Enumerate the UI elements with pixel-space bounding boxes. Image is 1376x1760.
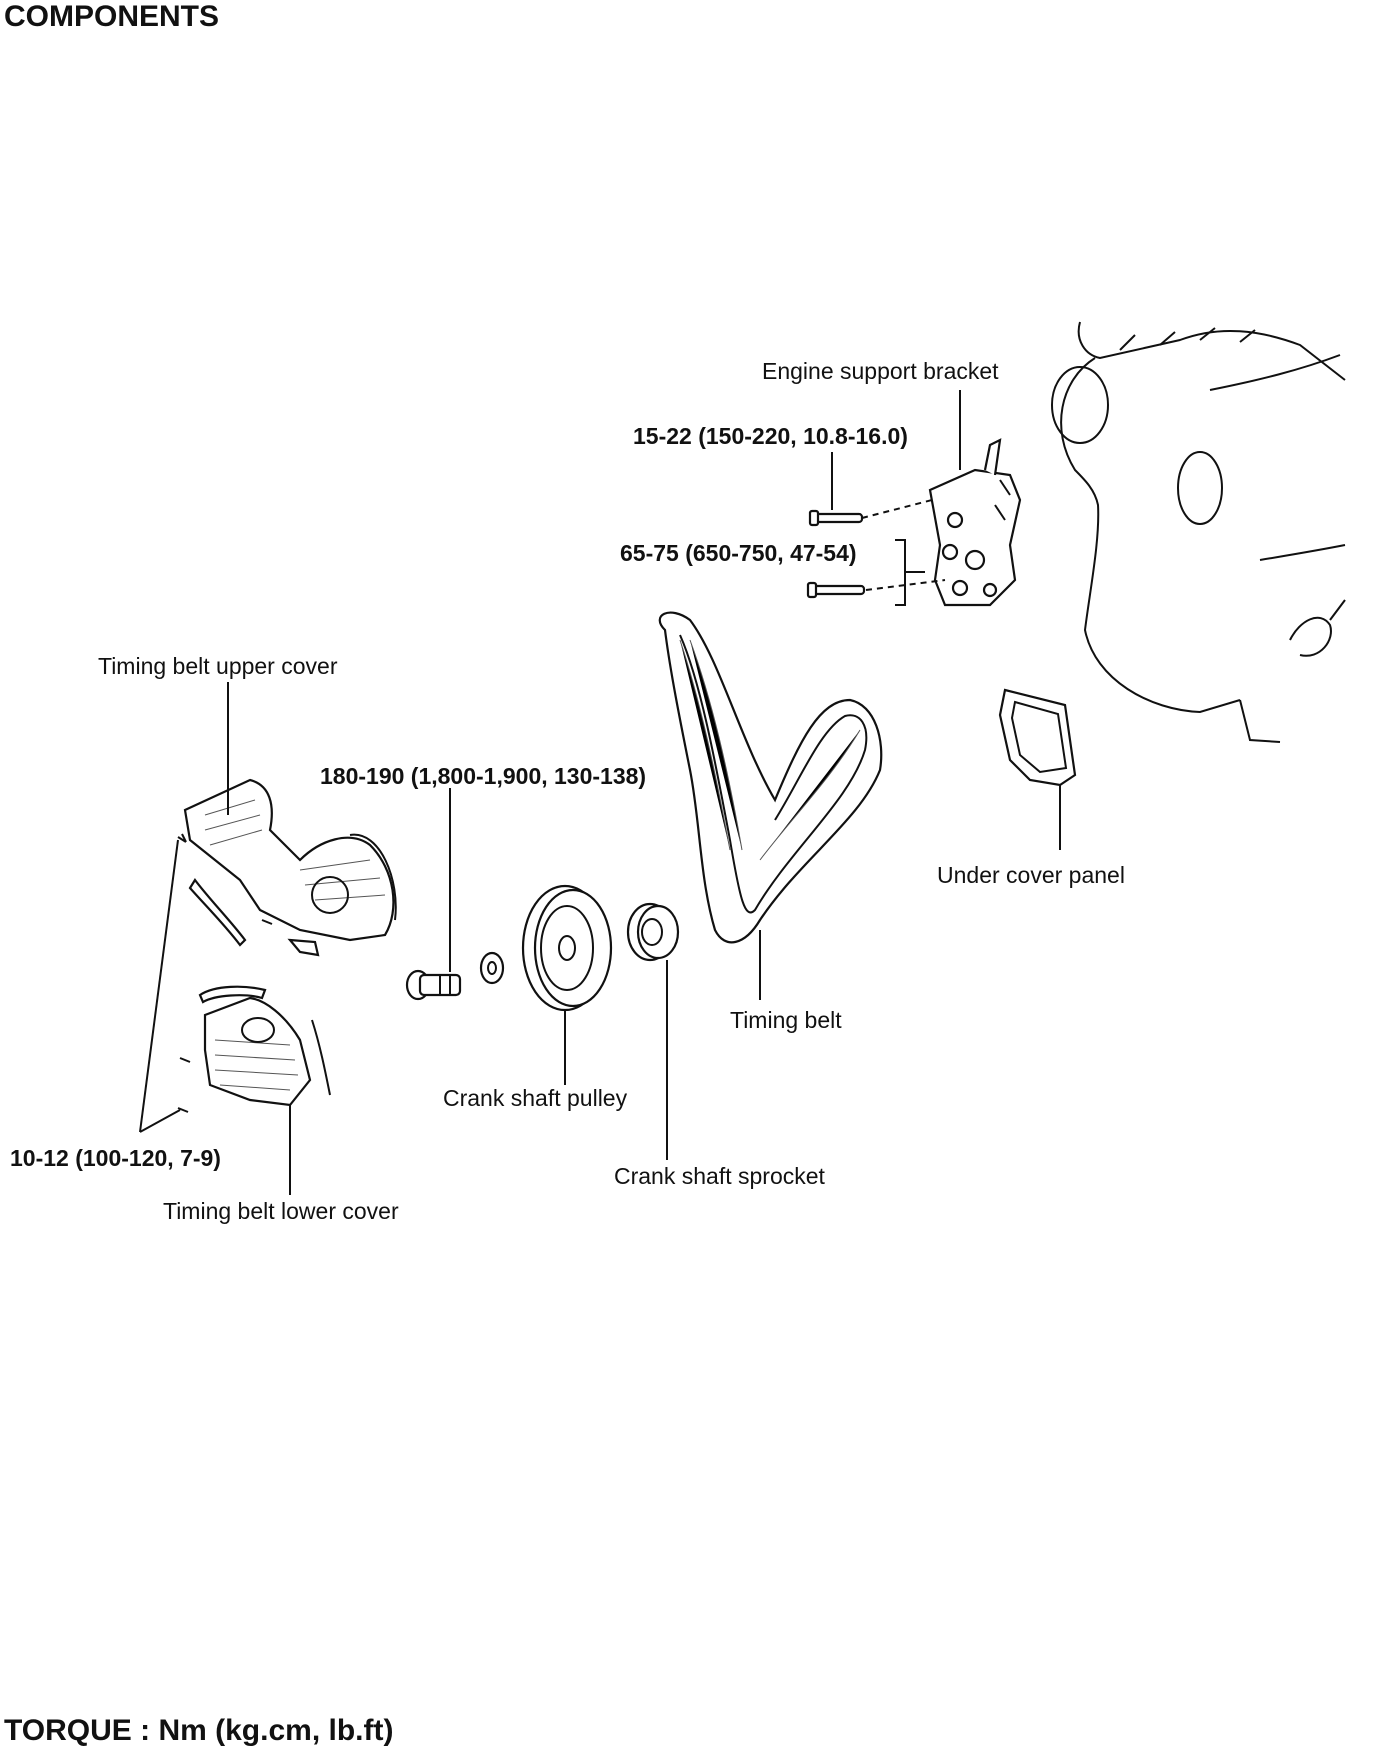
- label-crank-shaft-sprocket: Crank shaft sprocket: [614, 1163, 825, 1189]
- crank-shaft-pulley-part: [521, 884, 613, 1012]
- cover-bolts: [177, 833, 273, 1113]
- label-under-cover-panel: Under cover panel: [937, 862, 1125, 888]
- torque-units-note: TORQUE : Nm (kg.cm, lb.ft): [4, 1714, 394, 1747]
- label-crank-shaft-pulley: Crank shaft pulley: [443, 1085, 628, 1111]
- label-timing-belt-lower-cover: Timing belt lower cover: [163, 1198, 399, 1224]
- bracket-bolts: [806, 499, 946, 599]
- label-timing-belt: Timing belt: [730, 1007, 842, 1033]
- engine-block-outline: [1051, 321, 1346, 743]
- crank-shaft-sprocket-part: [626, 902, 680, 962]
- crank-bolt-part: [405, 951, 505, 1001]
- timing-belt-part: [658, 611, 883, 944]
- under-cover-panel-part: [998, 688, 1077, 787]
- label-engine-support-bracket: Engine support bracket: [762, 358, 999, 384]
- page-title: COMPONENTS: [4, 0, 220, 33]
- engine-support-bracket-part: [928, 438, 1022, 607]
- leader-lines: [139, 390, 1061, 1195]
- torque-bracket-upper-bolt: 15-22 (150-220, 10.8-16.0): [633, 423, 908, 449]
- torque-bracket-lower-bolts: 65-75 (650-750, 47-54): [620, 540, 857, 566]
- torque-crank-bolt: 180-190 (1,800-1,900, 130-138): [320, 763, 647, 789]
- timing-belt-lower-cover-part: [198, 985, 331, 1107]
- torque-cover-bolts: 10-12 (100-120, 7-9): [10, 1145, 221, 1171]
- timing-belt-upper-cover-part: [183, 778, 397, 957]
- label-timing-belt-upper-cover: Timing belt upper cover: [98, 653, 338, 679]
